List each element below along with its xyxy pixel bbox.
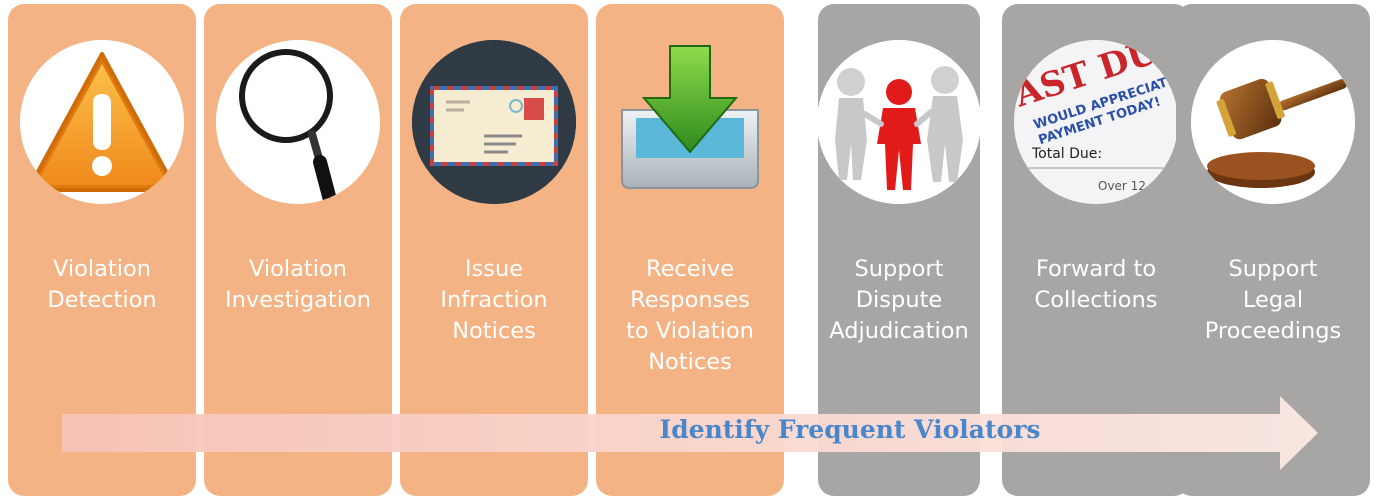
magnifier-icon xyxy=(216,40,380,204)
banner-label: Identify Frequent Violators xyxy=(659,415,1041,444)
step-panel-forward-to-collections: AST DUE! WOULD APPRECIATE YOUR PAYMENT T… xyxy=(1002,4,1190,496)
people-handshake-icon xyxy=(817,40,981,204)
banner-arrow xyxy=(62,396,1318,470)
gavel-icon xyxy=(1191,40,1355,204)
svg-text:Total Due:: Total Due: xyxy=(1031,146,1102,162)
svg-text:Over 12: Over 12 xyxy=(1098,179,1146,193)
inbox-download-icon xyxy=(608,40,772,204)
warning-icon xyxy=(20,40,184,204)
envelope-icon xyxy=(412,40,576,204)
past-due-notice-icon: AST DUE! WOULD APPRECIATE YOUR PAYMENT T… xyxy=(1014,40,1178,204)
